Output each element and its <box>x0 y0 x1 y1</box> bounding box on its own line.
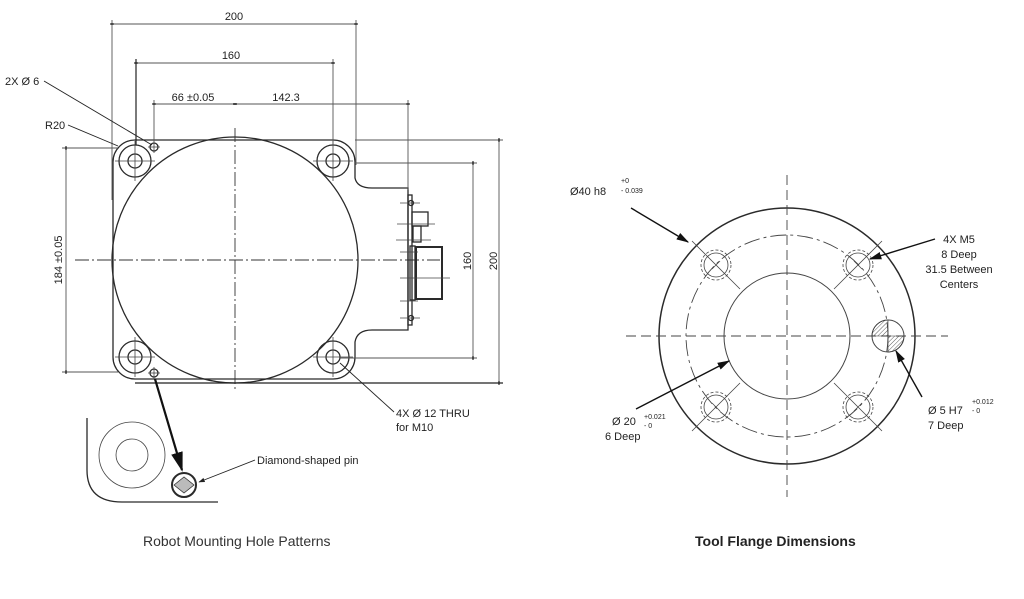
callout-bore-tol-lower: - 0 <box>644 423 652 430</box>
dim-text-142: 142.3 <box>272 92 300 104</box>
leader-pin-holes <box>43 80 153 146</box>
leader-pin-hole <box>895 349 923 398</box>
callout-tapped-line1: 4X M5 <box>943 234 975 246</box>
mounting-hole-top-right <box>313 141 353 181</box>
tapped-hole-top-left <box>691 240 741 290</box>
callout-pin-tol-lower: - 0 <box>972 408 980 415</box>
mounting-hole-bottom-right <box>313 337 353 377</box>
callout-tapped-line2: 8 Deep <box>941 249 976 261</box>
tapped-hole-bottom-right <box>833 382 883 432</box>
leader-outer-dia <box>630 207 690 243</box>
leader-thru-holes <box>339 362 395 413</box>
caption-tool-flange: Tool Flange Dimensions <box>695 533 856 549</box>
tapped-hole-top-right <box>833 240 883 290</box>
dim-text-200-vertical: 200 <box>488 252 500 270</box>
dim-text-160: 160 <box>222 50 240 62</box>
leader-tapped-holes <box>868 238 936 260</box>
leader-corner-radius <box>67 124 119 147</box>
callout-diamond-pin: Diamond-shaped pin <box>257 455 359 467</box>
dim-text-66: 66 ±0.05 <box>172 92 215 104</box>
callout-thru-holes-line2: for M10 <box>396 422 433 434</box>
pin-hole-bottom <box>148 367 160 379</box>
connector-assembly <box>396 194 450 326</box>
dim-text-184: 184 ±0.05 <box>53 236 65 285</box>
dim-text-200: 200 <box>225 11 243 23</box>
callout-corner-radius: R20 <box>45 120 65 132</box>
callout-tapped-line3: 31.5 Between <box>925 264 992 276</box>
callout-bore-dia: Ø 20 <box>612 416 636 428</box>
mounting-hole-top-left <box>115 141 155 181</box>
leader-diamond-pin <box>198 459 256 483</box>
bore-circle <box>723 272 851 400</box>
leader-bore <box>635 360 731 410</box>
callout-outer-tol-upper: +0 <box>621 178 629 185</box>
callout-bore-tol-upper: +0.021 <box>644 414 666 421</box>
tool-flange-drawing: Ø40 h8 +0 - 0.039 4X M5 8 Deep 31.5 Betw… <box>570 175 994 497</box>
callout-pin-depth: 7 Deep <box>928 420 963 432</box>
callout-bore-depth: 6 Deep <box>605 431 640 443</box>
caption-robot-mounting: Robot Mounting Hole Patterns <box>143 533 331 549</box>
callout-tapped-line4: Centers <box>940 279 979 291</box>
robot-mounting-drawing: 200 160 66 ±0.05 142.3 184 ±0.05 160 200… <box>5 11 503 503</box>
tapped-hole-bottom-left <box>691 382 741 432</box>
dim-text-160-vertical: 160 <box>462 252 474 270</box>
mounting-hole-bottom-left <box>115 337 155 377</box>
robot-base-outline <box>112 139 409 380</box>
diamond-pin-detail <box>86 378 256 503</box>
callout-outer-tol-lower: - 0.039 <box>621 188 643 195</box>
callout-pin-holes: 2X Ø 6 <box>5 76 39 88</box>
callout-pin-tol-upper: +0.012 <box>972 399 994 406</box>
dowel-pin-hole <box>871 319 905 353</box>
callout-thru-holes-line1: 4X Ø 12 THRU <box>396 408 470 420</box>
pin-detail-arrow <box>153 378 184 472</box>
callout-pin-dia: Ø 5 H7 <box>928 405 963 417</box>
callout-outer-dia: Ø40 h8 <box>570 186 606 198</box>
